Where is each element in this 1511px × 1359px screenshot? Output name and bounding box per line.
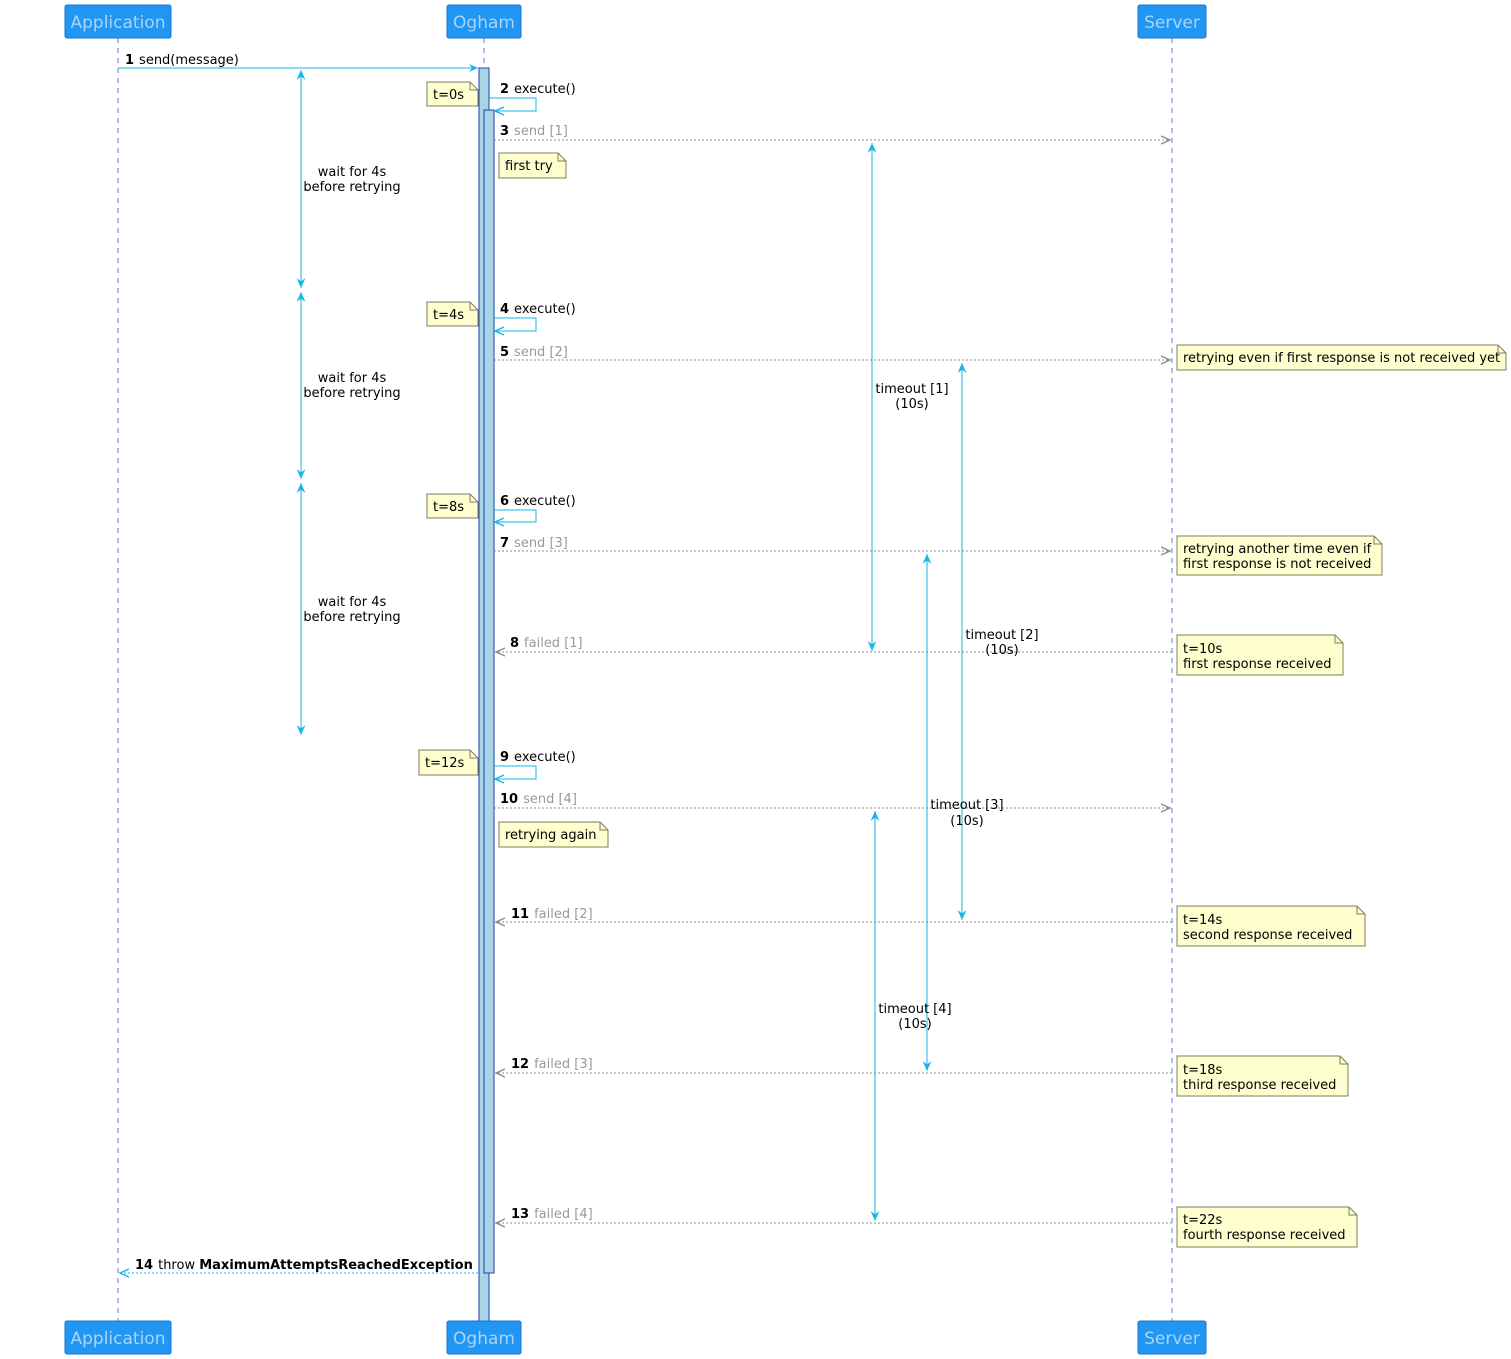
note-t8: t=8s: [426, 493, 479, 519]
note-t22: t=22s fourth response received: [1176, 1206, 1358, 1248]
note-retrying-2: retrying another time even if first resp…: [1176, 535, 1383, 576]
svg-text:timeout [1]: timeout [1]: [875, 382, 948, 397]
svg-text:t=0s: t=0s: [433, 88, 464, 103]
note-t4: t=4s: [426, 301, 479, 327]
participant-server-bottom: Server: [1137, 1320, 1207, 1355]
note-first-try: first try: [498, 152, 567, 179]
note-t0: t=0s: [426, 81, 479, 107]
svg-text:(10s): (10s): [985, 643, 1018, 658]
svg-text:t=14s: t=14s: [1183, 913, 1223, 928]
span-timeout-3: timeout [3] (10s): [922, 554, 1004, 1071]
svg-text:first response received: first response received: [1183, 657, 1331, 672]
participant-application-bottom: Application: [64, 1320, 172, 1355]
svg-text:t=18s: t=18s: [1183, 1063, 1223, 1078]
svg-text:Application: Application: [71, 1329, 166, 1349]
svg-text:t=10s: t=10s: [1183, 642, 1223, 657]
note-t14: t=14s second response received: [1176, 905, 1366, 947]
svg-text:timeout [4]: timeout [4]: [878, 1002, 951, 1017]
svg-text:retrying even if first respons: retrying even if first response is not r…: [1183, 351, 1500, 366]
svg-text:first response is not received: first response is not received: [1183, 557, 1371, 572]
svg-text:Server: Server: [1144, 13, 1200, 33]
span-wait-1: wait for 4s before retrying: [296, 70, 401, 288]
svg-text:third response received: third response received: [1183, 1078, 1336, 1093]
svg-text:timeout [2]: timeout [2]: [965, 628, 1038, 643]
participant-ogham-bottom: Ogham: [446, 1320, 522, 1355]
span-timeout-4: timeout [4] (10s): [870, 811, 952, 1221]
svg-text:t=12s: t=12s: [425, 756, 465, 771]
note-t10: t=10s first response received: [1176, 634, 1344, 676]
svg-text:wait for 4s: wait for 4s: [318, 165, 387, 180]
span-timeout-1: timeout [1] (10s): [867, 143, 949, 651]
svg-text:before retrying: before retrying: [303, 180, 400, 195]
svg-text:wait for 4s: wait for 4s: [318, 595, 387, 610]
svg-text:Application: Application: [71, 13, 166, 33]
span-wait-2: wait for 4s before retrying: [296, 292, 401, 479]
svg-text:second response received: second response received: [1183, 928, 1352, 943]
note-retrying-1: retrying even if first response is not r…: [1176, 344, 1507, 371]
activation-inner: [483, 109, 495, 1274]
svg-text:retrying again: retrying again: [505, 828, 596, 843]
svg-text:t=22s: t=22s: [1183, 1213, 1223, 1228]
note-t12: t=12s: [418, 749, 479, 776]
svg-text:Ogham: Ogham: [453, 13, 515, 33]
span-wait-3: wait for 4s before retrying: [296, 483, 401, 735]
svg-text:Ogham: Ogham: [453, 1329, 515, 1349]
svg-text:Server: Server: [1144, 1329, 1200, 1349]
note-t18: t=18s third response received: [1176, 1055, 1349, 1097]
svg-text:(10s): (10s): [898, 1017, 931, 1032]
svg-text:t=4s: t=4s: [433, 308, 464, 323]
svg-text:first try: first try: [505, 159, 553, 174]
svg-text:t=8s: t=8s: [433, 500, 464, 515]
svg-text:wait for 4s: wait for 4s: [318, 371, 387, 386]
note-retrying-again: retrying again: [498, 821, 609, 848]
svg-text:(10s): (10s): [950, 814, 983, 829]
svg-text:fourth response received: fourth response received: [1183, 1228, 1346, 1243]
svg-text:before retrying: before retrying: [303, 610, 400, 625]
svg-text:retrying another time even if: retrying another time even if: [1183, 542, 1372, 557]
participant-application-top: Application: [64, 4, 172, 39]
svg-text:timeout [3]: timeout [3]: [930, 798, 1003, 813]
participant-server-top: Server: [1137, 4, 1207, 39]
svg-text:before retrying: before retrying: [303, 386, 400, 401]
svg-text:(10s): (10s): [895, 397, 928, 412]
span-timeout-2: timeout [2] (10s): [957, 363, 1039, 920]
participant-ogham-top: Ogham: [446, 4, 522, 39]
